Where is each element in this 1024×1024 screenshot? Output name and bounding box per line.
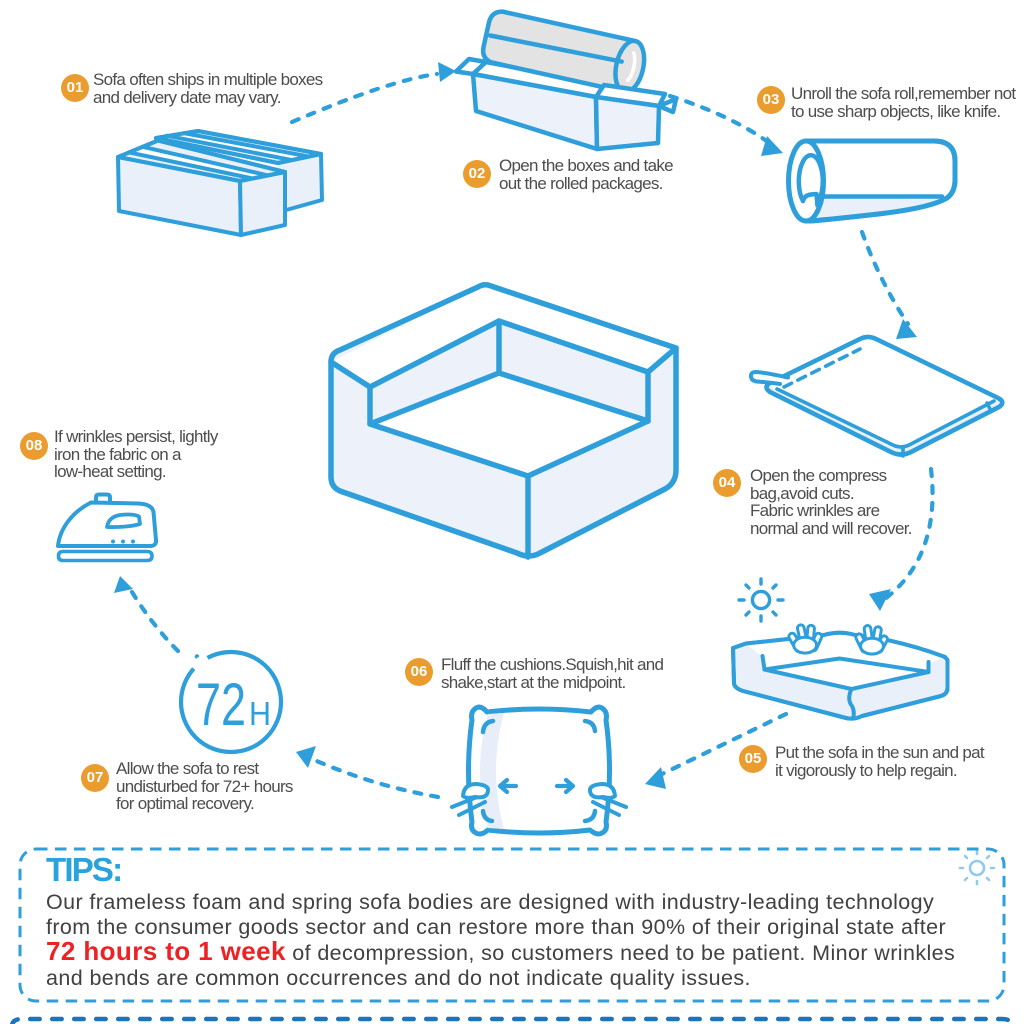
svg-text:72: 72 [196, 671, 246, 738]
svg-text:H: H [249, 695, 271, 732]
